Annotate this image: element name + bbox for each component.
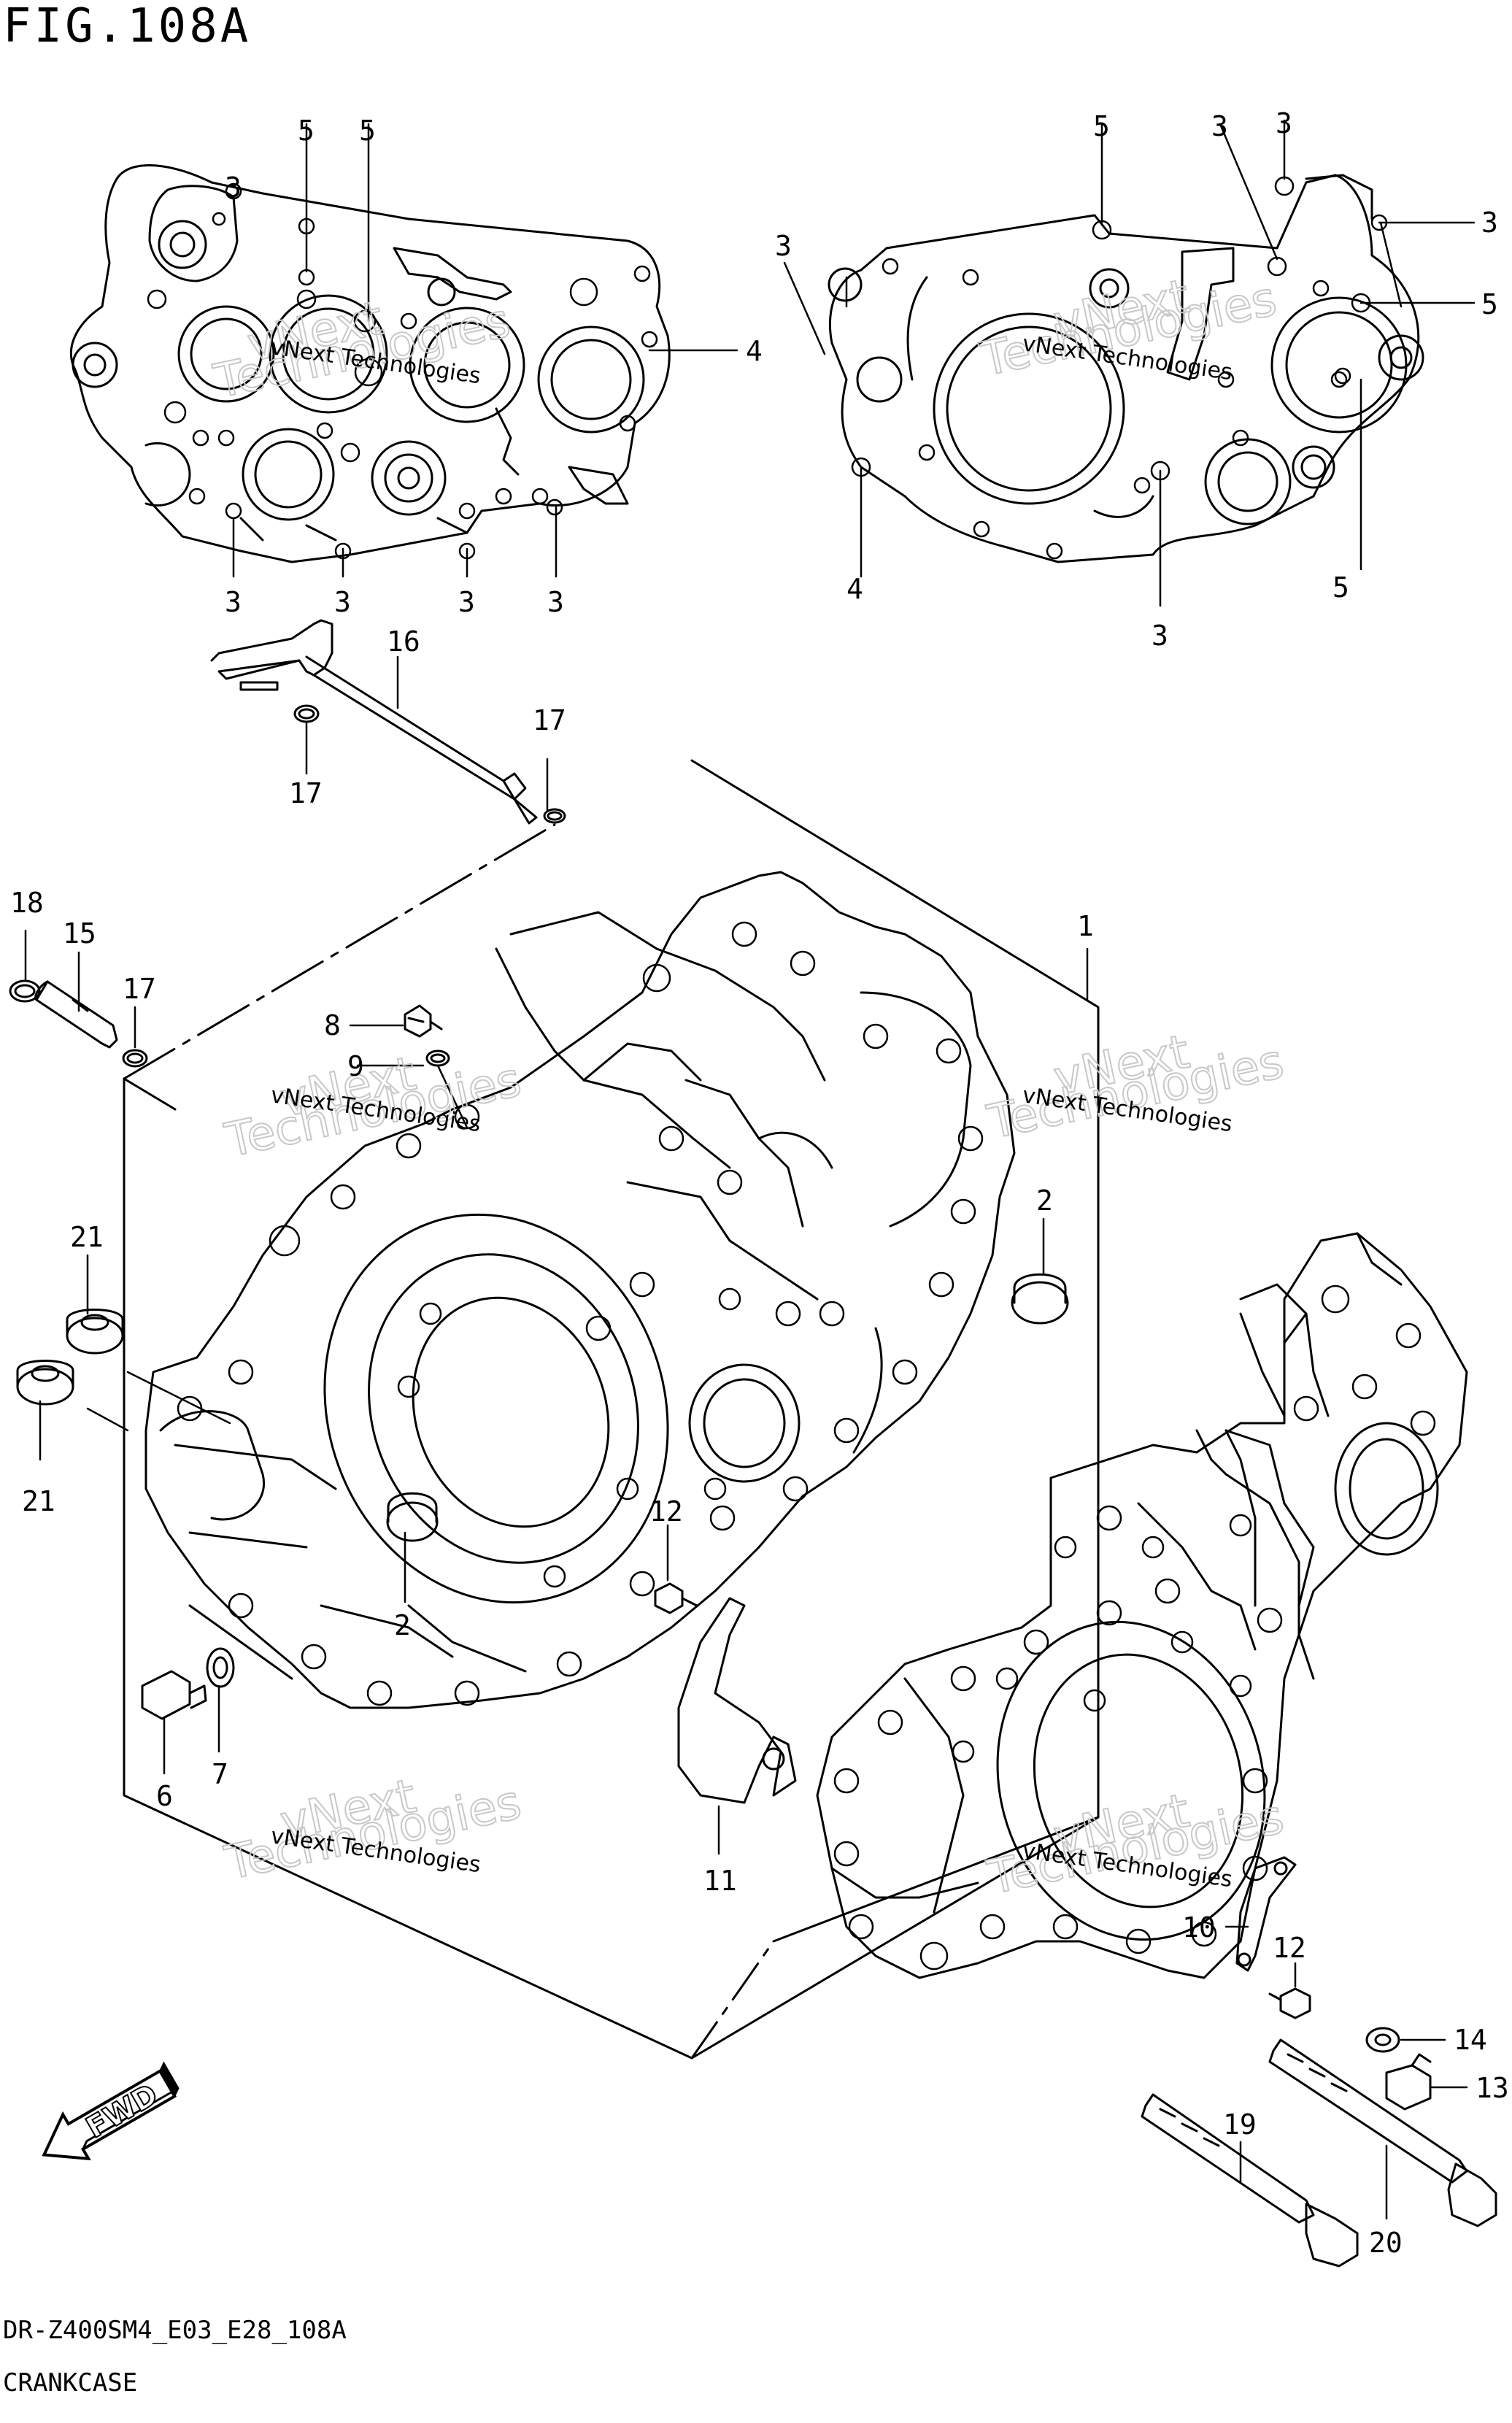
callout: 16 (387, 625, 420, 658)
bracket-10 (1224, 1856, 1297, 1972)
callout: 5 (359, 115, 376, 147)
pipe-16 (210, 619, 566, 825)
grommets-21 (16, 1254, 231, 1461)
callout: 21 (22, 1485, 55, 1517)
watermark-mid-left: vNext Technologies vNext Technologies (220, 1046, 527, 1168)
watermark-top-left: vNext Technologies vNext Technologies (209, 290, 516, 409)
callout: 3 (547, 586, 564, 618)
bolt-12-lower (1268, 1962, 1311, 2019)
watermark-top-right: vNext Technologies vNext Technologies (975, 269, 1282, 388)
callout: 1 (1077, 910, 1094, 942)
callout: 5 (1093, 110, 1110, 142)
gasket-11 (677, 1597, 797, 1804)
callout: 12 (1273, 1932, 1306, 1964)
watermarks: vNext Technologies vNext Technologies vN… (209, 269, 1289, 1906)
callout: 13 (1476, 2072, 1509, 2104)
callouts-main: 16 17 17 18 15 17 8 9 1 2 21 21 12 2 6 7… (10, 625, 1509, 2259)
callout: 4 (746, 335, 763, 367)
callout: 10 (1182, 1911, 1216, 1944)
top-right-crankcase-half (783, 119, 1476, 607)
callout: 21 (70, 1221, 104, 1253)
callout: 18 (10, 887, 44, 919)
callout: 3 (458, 586, 475, 618)
callout: 7 (212, 1758, 228, 1790)
callout: 17 (533, 704, 566, 736)
callout: 4 (846, 573, 863, 605)
callout: 5 (1332, 571, 1349, 604)
callouts-top-left: 5 5 4 3 3 3 3 3 (225, 115, 763, 618)
callout: 17 (289, 777, 323, 809)
callout: 3 (1211, 110, 1228, 142)
figure-title: FIG.108A (3, 0, 252, 53)
callout: 14 (1454, 2024, 1487, 2056)
callout: 17 (123, 973, 156, 1005)
bolt-12-upper (654, 1524, 698, 1614)
main-left-crankcase (144, 871, 1069, 1709)
callout: 9 (347, 1050, 364, 1082)
watermark-bottom-left: vNext Technologies vNext Technologies (220, 1768, 527, 1891)
fwd-label: FWD (81, 2078, 164, 2145)
callout: 6 (156, 1780, 173, 1812)
callout: 11 (703, 1865, 737, 1897)
callout: 5 (1481, 288, 1498, 320)
callout: 3 (334, 586, 351, 618)
callouts-top-right: 5 3 3 3 3 5 4 3 5 (775, 107, 1498, 652)
callout: 5 (298, 115, 315, 147)
washer-14-plug-13 (1365, 2027, 1468, 2111)
callout: 2 (394, 1609, 411, 1641)
callout: 3 (1276, 107, 1292, 139)
callout: 19 (1223, 2108, 1257, 2141)
fwd-arrow-icon: FWD (42, 2061, 180, 2161)
callout: 3 (1481, 207, 1498, 239)
callout: 12 (649, 1495, 683, 1528)
top-left-crankcase-half (69, 123, 738, 578)
main-right-crankcase (816, 1232, 1468, 1979)
bolt-20 (1268, 2038, 1497, 2227)
callout: 20 (1369, 2227, 1403, 2259)
callout: 2 (1036, 1184, 1053, 1217)
callout: 3 (775, 230, 792, 262)
figure-name-label: CRANKCASE (3, 2368, 138, 2397)
callout: 3 (225, 172, 242, 204)
bolt-19 (1141, 2093, 1359, 2268)
callout: 3 (225, 586, 242, 618)
callout: 15 (63, 917, 96, 949)
callout: 8 (324, 1009, 341, 1041)
jet-8-o-ring-9 (349, 1004, 468, 1129)
watermark-mid-right: vNext Technologies vNext Technologies (982, 1024, 1289, 1150)
callout: 3 (1152, 620, 1168, 652)
assembly-frame (123, 759, 1100, 2060)
watermark-bottom-right: vNext Technologies vNext Technologies (982, 1783, 1289, 1906)
pin-15-and-o-rings (9, 929, 148, 1068)
model-code-label: DR-Z400SM4_E03_E28_108A (3, 2316, 347, 2345)
bolt-6-washer-7 (141, 1647, 235, 1775)
